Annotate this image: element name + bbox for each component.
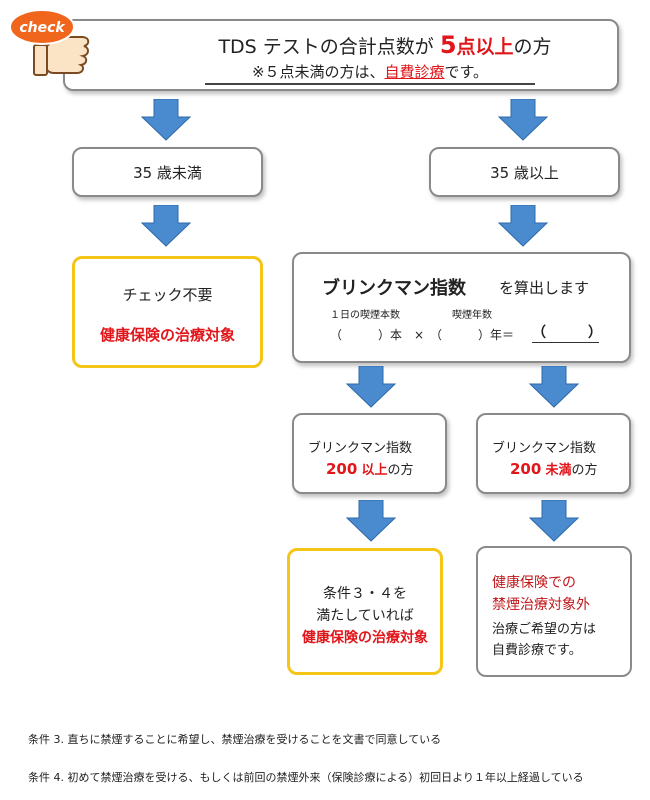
brinkman-threshold-over-suffix: 以上 [361, 463, 388, 478]
insurance-covered-label: 健康保険の治療対象 [302, 630, 428, 646]
footnote-condition-4: 条件 4. 初めて禁煙治療を受ける、もしくは前回の禁煙外来（保険診療による）初回… [28, 771, 584, 784]
badge-text: check [19, 20, 66, 36]
brinkman-index-box: ブリンクマン指数 を算出します １日の喫煙本数 喫煙年数 （ ）本 × （ ）年… [292, 252, 631, 363]
down-arrow-icon [498, 205, 548, 247]
down-arrow-icon [141, 205, 191, 247]
tds-score-condition: TDS テストの合計点数が 5点以上の方 [175, 31, 595, 59]
no-check-needed-label: チェック不要 [122, 286, 213, 304]
tds-text: TDS テストの合計点数が [218, 36, 440, 58]
conditions-3-4-line2: 満たしていれば [316, 608, 414, 624]
down-arrow-icon [529, 500, 579, 542]
brinkman-threshold-post: の方 [571, 463, 598, 478]
no-check-needed-box: チェック不要 健康保険の治療対象 [72, 256, 263, 368]
tds-score-number: 5 [439, 31, 457, 59]
smoking-years-label: 喫煙年数 [452, 310, 492, 321]
down-arrow-icon [498, 99, 548, 141]
age-over-35-box: 35 歳以上 [429, 147, 620, 197]
down-arrow-icon [141, 99, 191, 141]
self-pay-line2: 自費診療です。 [492, 643, 582, 658]
brinkman-index-label: ブリンクマン指数 [492, 441, 597, 456]
cigarettes-per-day-label: １日の喫煙本数 [330, 310, 400, 321]
brinkman-threshold-over: 200 以上の方 [326, 459, 413, 478]
tds-note-self-pay: 自費診療 [384, 63, 445, 81]
tds-score-threshold: 点以上 [456, 36, 514, 58]
down-arrow-icon [529, 366, 579, 408]
brinkman-threshold-under: 200 未満の方 [510, 459, 597, 478]
brinkman-threshold-under-suffix: 未満 [545, 463, 572, 478]
not-covered-line2: 禁煙治療対象外 [492, 597, 590, 613]
self-pay-line1: 治療ご希望の方は [492, 622, 597, 637]
age-under-35-box: 35 歳未満 [72, 147, 263, 197]
down-arrow-icon [346, 500, 396, 542]
tds-note-prefix: ※５点未満の方は、 [251, 63, 385, 81]
brinkman-formula: （ ）本 × （ ）年＝ [330, 328, 515, 342]
down-arrow-icon [346, 366, 396, 408]
age-over-35-label: 35 歳以上 [490, 164, 559, 182]
thumbs-up-check-badge-icon: check [9, 9, 90, 76]
age-under-35-label: 35 歳未満 [133, 164, 202, 182]
brinkman-index-label: ブリンクマン指数 [308, 441, 413, 456]
brinkman-result-blank: （ ） [532, 322, 602, 343]
brinkman-under-200-box: ブリンクマン指数 200 未満の方 [476, 413, 631, 494]
tds-note: ※５点未満の方は、自費診療です。 [205, 61, 535, 85]
brinkman-threshold-number: 200 [326, 460, 358, 478]
brinkman-threshold-post: の方 [387, 463, 414, 478]
not-covered-box: 健康保険での 禁煙治療対象外 治療ご希望の方は 自費診療です。 [476, 546, 632, 677]
not-covered-line1: 健康保険での [492, 575, 576, 591]
conditions-3-4-line1: 条件３・４を [323, 586, 407, 602]
brinkman-index-instruction: を算出します [499, 279, 590, 297]
brinkman-200-or-more-box: ブリンクマン指数 200 以上の方 [292, 413, 447, 494]
footnote-condition-3: 条件 3. 直ちに禁煙することに希望し、禁煙治療を受けることを文書で同意している [28, 733, 442, 746]
tds-note-suffix: です。 [444, 63, 489, 81]
tds-score-header: TDS テストの合計点数が 5点以上の方 ※５点未満の方は、自費診療です。 [63, 19, 619, 91]
brinkman-threshold-number: 200 [510, 460, 542, 478]
insurance-covered-label: 健康保険の治療対象 [99, 326, 235, 344]
tds-text-suffix: の方 [513, 36, 552, 58]
brinkman-index-title: ブリンクマン指数 [322, 278, 466, 299]
conditions-3-4-box: 条件３・４を 満たしていれば 健康保険の治療対象 [287, 548, 443, 675]
